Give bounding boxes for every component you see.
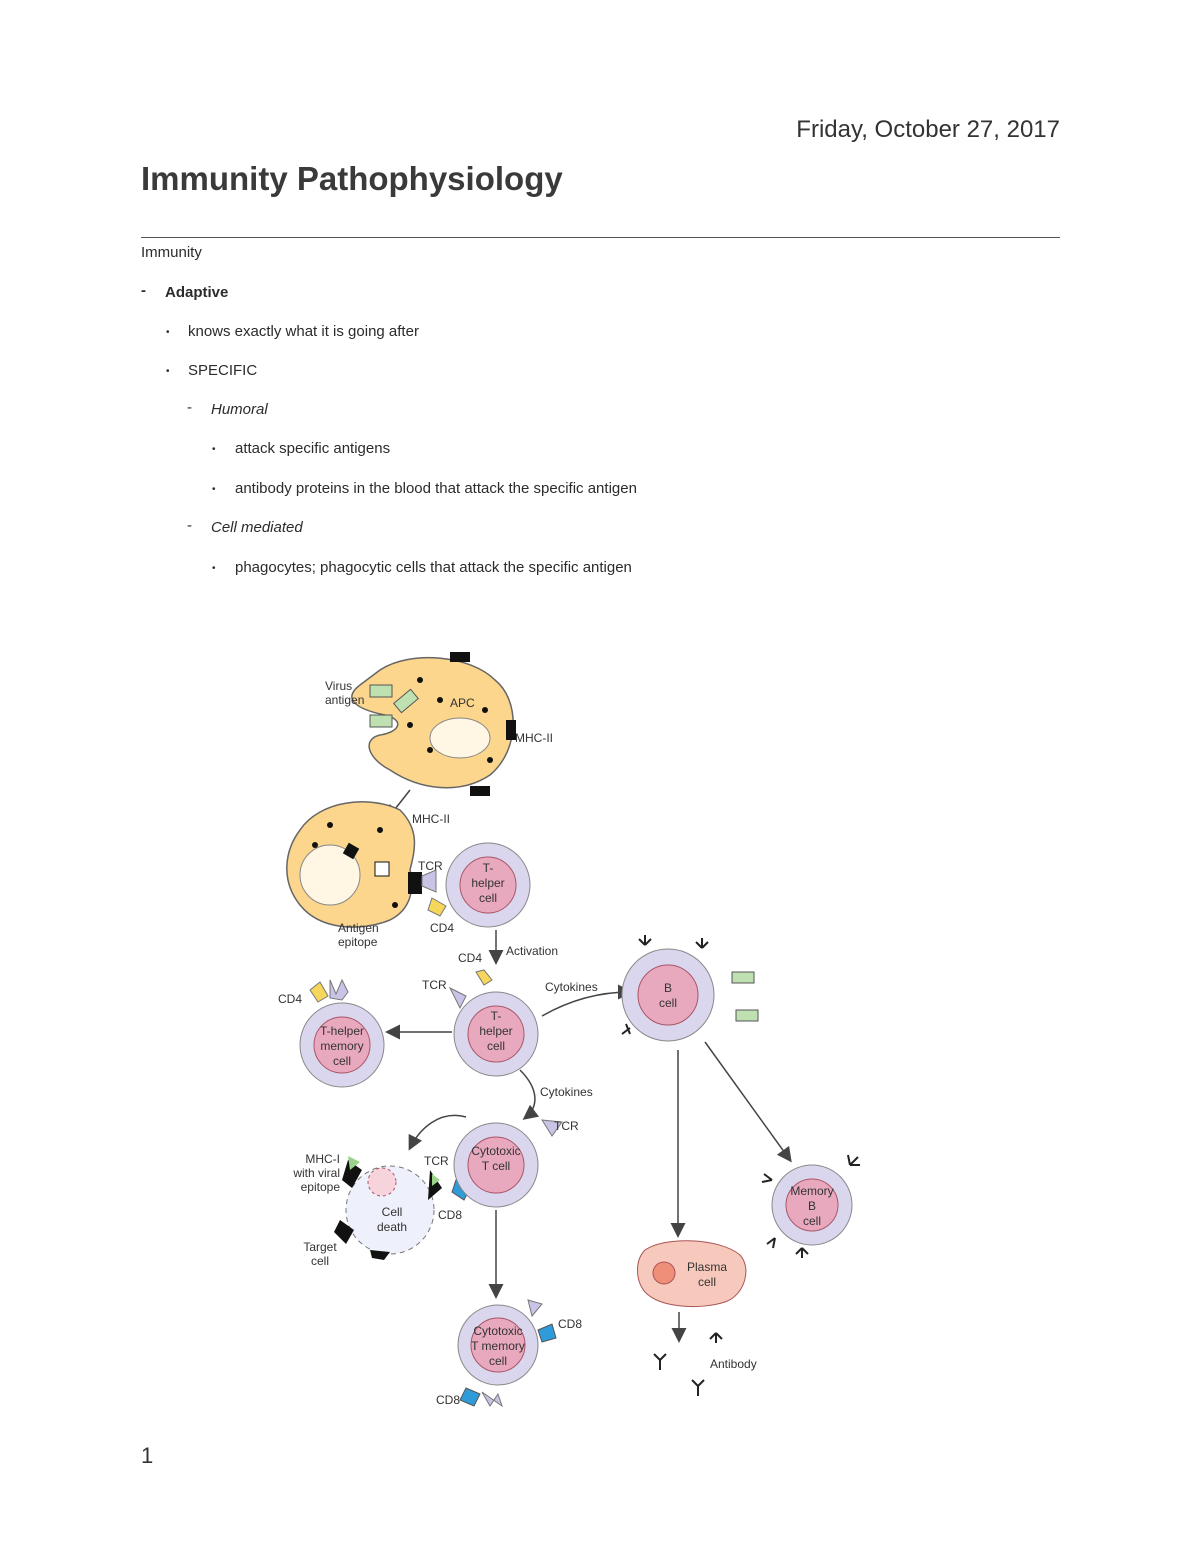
- dash-marker: -: [141, 282, 146, 299]
- target-cell: [334, 1156, 442, 1260]
- t-helper-label: cell: [479, 891, 497, 905]
- list-item: antibody proteins in the blood that atta…: [235, 480, 637, 497]
- cytotoxic-label: T cell: [482, 1159, 510, 1173]
- bullet-marker: •: [166, 366, 170, 377]
- document-date: Friday, October 27, 2017: [796, 116, 1060, 143]
- t-helper-label: T-: [491, 1009, 502, 1023]
- mhc-i-label: epitope: [301, 1180, 341, 1194]
- memory-b-label: B: [808, 1199, 816, 1213]
- bullet-marker: •: [166, 327, 170, 338]
- cell-death-label: death: [377, 1220, 407, 1234]
- memory-b-cell: [761, 1154, 860, 1258]
- cytotoxic-t-cell: [451, 1119, 563, 1208]
- cytotoxic-t-memory-cell: [457, 1299, 557, 1408]
- antigen-epitope-label: Antigen: [338, 921, 379, 935]
- t-helper-label: cell: [487, 1039, 505, 1053]
- apc-processing-cell: [286, 801, 422, 928]
- cytotoxic-memory-label: Cytotoxic: [473, 1324, 522, 1338]
- apc-cell: [351, 652, 516, 796]
- list-item: SPECIFIC: [188, 362, 258, 379]
- antigen-epitope-label: epitope: [338, 935, 378, 949]
- cd4-label: CD4: [430, 921, 454, 935]
- adaptive-heading: Adaptive: [165, 284, 229, 301]
- mhc-ii-label: MHC-II: [412, 812, 450, 826]
- target-cell-label: Target: [303, 1240, 337, 1254]
- title-rule: [141, 237, 1060, 238]
- antibody-icon: [653, 1332, 723, 1396]
- page-title: Immunity Pathophysiology: [141, 160, 563, 197]
- cytotoxic-label: Cytotoxic: [471, 1144, 520, 1158]
- cd8-label: CD8: [436, 1393, 460, 1407]
- t-helper-cell: [421, 842, 531, 928]
- memory-b-label: cell: [803, 1214, 821, 1228]
- list-item: attack specific antigens: [235, 440, 391, 457]
- plasma-label: Plasma: [687, 1260, 727, 1274]
- cd4-label: CD4: [278, 992, 302, 1006]
- t-helper-label: T-: [483, 861, 494, 875]
- cytokines-label: Cytokines: [545, 980, 598, 994]
- tcr-label: TCR: [418, 859, 443, 873]
- cd8-label: CD8: [558, 1317, 582, 1331]
- t-helper-memory-label: cell: [333, 1054, 351, 1068]
- arrow: [519, 1069, 540, 1120]
- arrow: [408, 1114, 467, 1151]
- t-helper-memory-label: T-helper: [320, 1024, 364, 1038]
- cd8-label: CD8: [438, 1208, 462, 1222]
- plasma-label: cell: [698, 1275, 716, 1289]
- dash-marker: -: [187, 517, 192, 534]
- t-helper-memory-label: memory: [320, 1039, 363, 1053]
- list-item: phagocytes; phagocytic cells that attack…: [235, 559, 632, 576]
- antibody-label: Antibody: [710, 1357, 757, 1371]
- b-cell: [621, 935, 759, 1042]
- bullet-marker: •: [212, 563, 216, 574]
- tcr-label: TCR: [554, 1119, 579, 1133]
- target-cell-label: cell: [311, 1254, 329, 1268]
- cell-mediated-heading: Cell mediated: [211, 519, 303, 536]
- cytotoxic-memory-label: T memory: [471, 1339, 525, 1353]
- virus-antigen-label: antigen: [325, 693, 364, 707]
- mhc-i-label: MHC-I: [305, 1152, 340, 1166]
- mhc-ii-label: MHC-II: [515, 731, 553, 745]
- t-helper-label: helper: [471, 876, 504, 890]
- humoral-heading: Humoral: [211, 401, 268, 418]
- b-cell-label: B: [664, 981, 672, 995]
- immune-response-diagram: Virus antigen APC MHC-II MHC-II TCR Anti…: [278, 652, 860, 1408]
- apc-label: APC: [450, 696, 475, 710]
- arrow: [704, 1041, 792, 1163]
- b-cell-label: cell: [659, 996, 677, 1010]
- cytotoxic-memory-label: cell: [489, 1354, 507, 1368]
- tcr-label: TCR: [424, 1154, 449, 1168]
- activation-label: Activation: [506, 944, 558, 958]
- cell-death-label: Cell: [382, 1205, 403, 1219]
- bullet-marker: •: [212, 484, 216, 495]
- t-helper-memory-cell: [299, 978, 385, 1088]
- section-heading: Immunity: [141, 244, 202, 261]
- tcr-label: TCR: [422, 978, 447, 992]
- dash-marker: -: [187, 399, 192, 416]
- t-helper-label: helper: [479, 1024, 512, 1038]
- t-helper-cell: [448, 969, 539, 1077]
- cd4-label: CD4: [458, 951, 482, 965]
- cytokines-label: Cytokines: [540, 1085, 593, 1099]
- page-number: 1: [141, 1443, 154, 1468]
- virus-antigen-label: Virus: [325, 679, 352, 693]
- arrow: [541, 984, 633, 1017]
- bullet-marker: •: [212, 444, 216, 455]
- memory-b-label: Memory: [790, 1184, 833, 1198]
- mhc-i-label: with viral: [292, 1166, 340, 1180]
- plasma-cell: [637, 1240, 747, 1308]
- list-item: knows exactly what it is going after: [188, 323, 419, 340]
